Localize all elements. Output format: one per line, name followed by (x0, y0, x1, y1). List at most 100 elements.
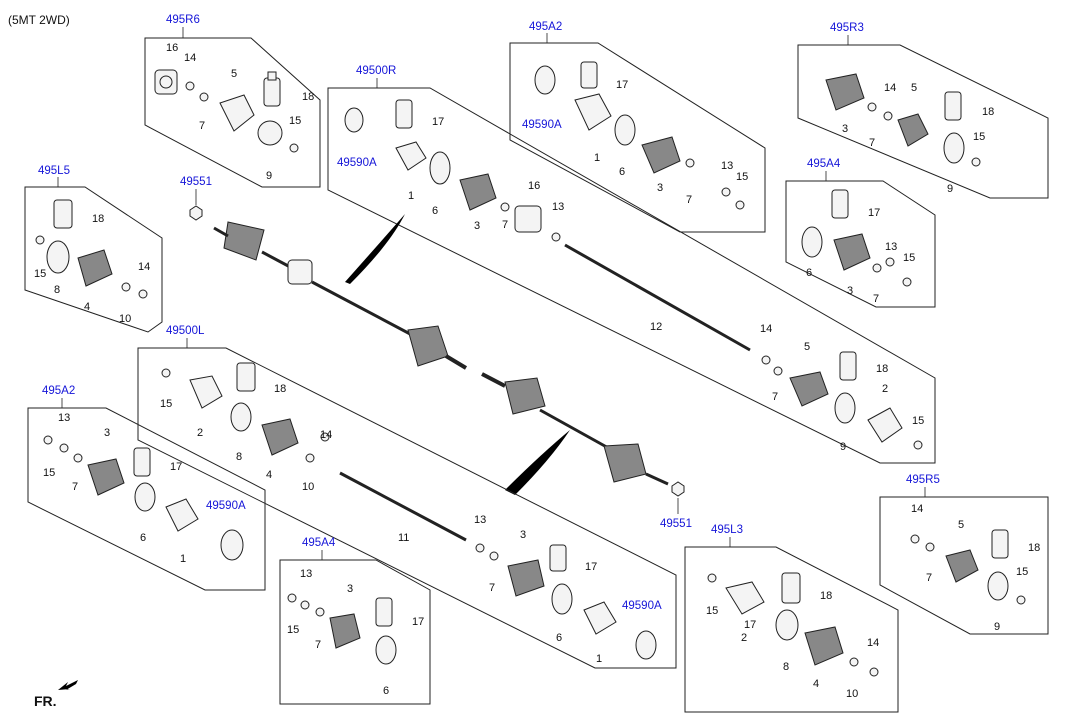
part-num: 15 (160, 398, 172, 410)
variant-label: (5MT 2WD) (8, 13, 70, 27)
part-num: 15 (1016, 566, 1028, 578)
part-num: 7 (686, 194, 692, 206)
part-num: 10 (119, 313, 131, 325)
part-num: 15 (34, 268, 46, 280)
front-indicator: FR. (34, 680, 78, 709)
part-num: 18 (92, 213, 104, 225)
part-icon (344, 99, 923, 450)
part-num: 7 (502, 219, 508, 231)
part-num: 15 (973, 131, 985, 143)
part-num: 2 (741, 632, 747, 644)
part-num: 2 (197, 427, 203, 439)
part-num: 9 (947, 183, 953, 195)
part-num: 17 (412, 616, 424, 628)
part-num: 14 (184, 52, 196, 64)
part-icon (534, 61, 745, 210)
group-495R3: 495R3 3 14 5 18 7 15 9 (797, 22, 1049, 199)
part-icon (707, 572, 879, 677)
part-num: 18 (302, 91, 314, 103)
part-num: 8 (236, 451, 242, 463)
part-num: 12 (650, 321, 662, 333)
part-num: 7 (72, 481, 78, 493)
part-num: 7 (873, 293, 879, 305)
part-icon (43, 435, 244, 561)
group-495A2-top: 495A2 17 49590A 1 6 3 7 13 15 (509, 21, 766, 233)
part-num: 9 (840, 441, 846, 453)
part-num: 10 (302, 481, 314, 493)
part-num: 8 (783, 661, 789, 673)
part-num: 3 (104, 427, 110, 439)
part-num: 11 (398, 532, 409, 544)
part-num: 5 (231, 68, 237, 80)
part-num: 6 (806, 267, 812, 279)
part-num: 5 (958, 519, 964, 531)
part-icon (154, 69, 299, 153)
part-num: 15 (903, 252, 915, 264)
group-495A4-bottom: 495A4 13 3 17 15 7 6 (279, 537, 431, 705)
group-495R6: 495R6 16 14 5 18 7 15 9 (144, 14, 321, 188)
part-num: 10 (846, 688, 858, 700)
part-num: 1 (180, 553, 186, 565)
part-num: 3 (842, 123, 848, 135)
part-ref[interactable]: 49590A (206, 500, 246, 512)
part-ref[interactable]: 49590A (622, 600, 662, 612)
part-num: 7 (199, 120, 205, 132)
front-label: FR. (34, 693, 57, 709)
part-num: 3 (657, 182, 663, 194)
group-code-495L5[interactable]: 495L5 (38, 165, 70, 177)
part-num: 15 (706, 605, 718, 617)
part-num: 15 (736, 171, 748, 183)
part-num: 1 (596, 653, 602, 665)
part-num: 3 (520, 529, 526, 541)
part-num: 18 (820, 590, 832, 602)
part-num: 18 (982, 106, 994, 118)
part-num: 5 (804, 341, 810, 353)
part-num: 7 (926, 572, 932, 584)
group-code-495A2[interactable]: 495A2 (529, 21, 562, 33)
part-num: 14 (138, 261, 150, 273)
part-num: 6 (383, 685, 389, 697)
group-code-49500R[interactable]: 49500R (356, 65, 396, 77)
part-num: 17 (744, 619, 756, 631)
part-num: 18 (876, 363, 888, 375)
part-icon (910, 529, 1026, 605)
part-num: 18 (1028, 542, 1040, 554)
part-num: 6 (432, 205, 438, 217)
group-code-495R5[interactable]: 495R5 (906, 474, 940, 486)
part-num: 14 (760, 323, 772, 335)
part-icon (825, 73, 981, 167)
group-495A4-right: 495A4 17 6 13 15 3 7 (785, 158, 936, 308)
group-code-495R3[interactable]: 495R3 (830, 22, 864, 34)
part-icon (161, 362, 657, 660)
part-num: 17 (170, 461, 182, 473)
part-num: 4 (266, 469, 272, 481)
group-code-495L3[interactable]: 495L3 (711, 524, 743, 536)
part-num: 17 (868, 207, 880, 219)
part-ref[interactable]: 49590A (337, 157, 377, 169)
part-num: 13 (300, 568, 312, 580)
group-495A2-left: 495A2 13 3 15 7 17 49590A 6 1 (27, 385, 266, 591)
part-num: 13 (552, 201, 564, 213)
part-num: 4 (84, 301, 90, 313)
group-code-495R6[interactable]: 495R6 (166, 14, 200, 26)
part-ref[interactable]: 49590A (522, 119, 562, 131)
part-icon (35, 199, 148, 299)
part-num: 6 (556, 632, 562, 644)
part-icon (287, 593, 397, 665)
part-num: 9 (994, 621, 1000, 633)
part-ref-49551-bottom[interactable]: 49551 (660, 518, 692, 530)
part-num: 7 (772, 391, 778, 403)
group-code-495A4[interactable]: 495A4 (302, 537, 336, 549)
part-num: 16 (528, 180, 540, 192)
group-code-495A4[interactable]: 495A4 (807, 158, 841, 170)
part-num: 3 (474, 220, 480, 232)
group-code-495A2[interactable]: 495A2 (42, 385, 75, 397)
group-code-49500L[interactable]: 49500L (166, 325, 205, 337)
part-num: 14 (867, 637, 879, 649)
part-num: 14 (911, 503, 923, 515)
part-num: 1 (594, 152, 600, 164)
part-ref-49551-top[interactable]: 49551 (180, 176, 212, 188)
part-num: 3 (347, 583, 353, 595)
part-num: 9 (266, 170, 272, 182)
part-num: 14 (320, 429, 332, 441)
